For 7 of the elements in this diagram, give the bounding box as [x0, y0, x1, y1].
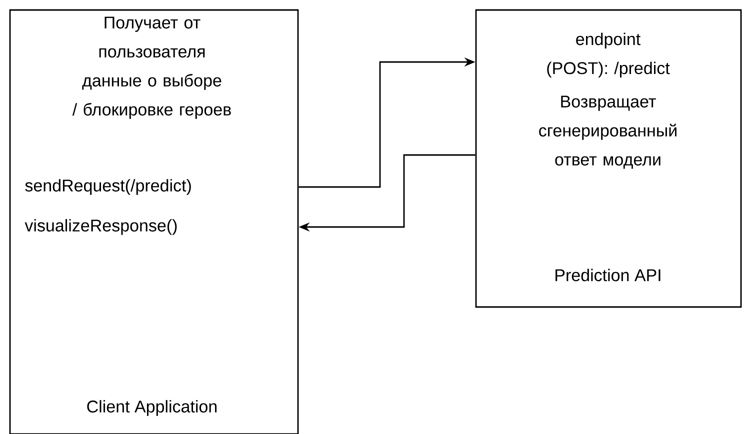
description-text: Получает от пользователя данные о выборе / блокировке героев	[72, 16, 231, 119]
function-text: visualizeResponse()	[24, 219, 177, 235]
function-text: sendRequest(/predict)	[25, 179, 191, 195]
description-text: Возвращает сгенерированный ответ модели	[539, 96, 676, 169]
box-title: Prediction API	[556, 268, 660, 282]
box-title: Client Application	[87, 400, 217, 416]
description-text: endpoint (POST): /predict	[547, 32, 670, 78]
